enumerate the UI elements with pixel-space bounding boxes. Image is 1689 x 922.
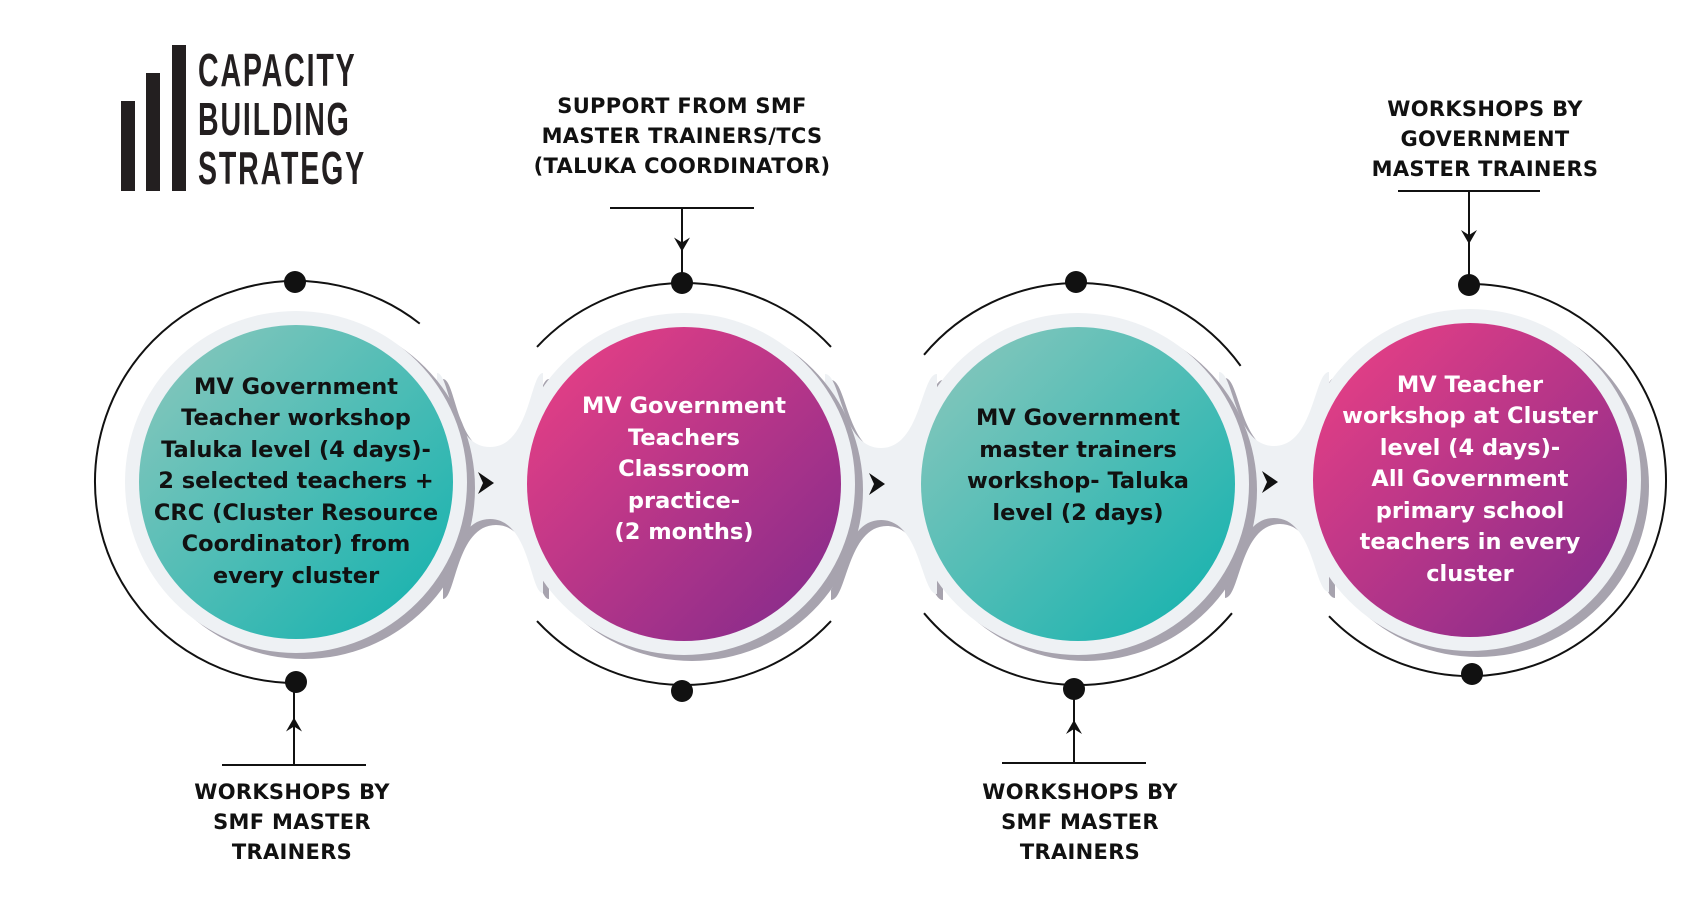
annotation-line: TRAINERS [1019, 840, 1141, 864]
step-1-line: MV Government [193, 373, 399, 400]
step-1-text: MV Government Teacher workshop Taluka le… [146, 332, 446, 632]
node-dot [1065, 271, 1087, 293]
outer-arc [94, 280, 421, 684]
annotation-line: WORKSHOPS BY [1387, 97, 1583, 121]
annotation-line: GOVERNMENT [1400, 127, 1570, 151]
annotation-line: SMF MASTER [213, 810, 371, 834]
step-4-line: teachers in every [1359, 529, 1581, 556]
step-3-text: MV Government master trainers workshop- … [928, 316, 1228, 616]
step-1-line: every cluster [212, 562, 380, 589]
step-1-line: Teacher workshop [181, 405, 411, 432]
step-3-line: MV Government [975, 405, 1181, 431]
logo-bar-tall [172, 45, 186, 191]
step-2-line: Teachers [628, 424, 740, 451]
arrow-right-icon [869, 473, 885, 495]
step-4-line: All Government [1371, 466, 1569, 493]
step-2-line: (2 months) [614, 519, 754, 546]
step-4-line: workshop at Cluster [1342, 403, 1598, 430]
arrow-right-icon [1262, 471, 1278, 493]
node-dot [1461, 663, 1483, 685]
logo-line-2: BUILDING [198, 93, 351, 145]
arrow-right-icon [478, 472, 494, 494]
node-dot [671, 680, 693, 702]
step-3-disc [921, 327, 1235, 641]
arrow-down-icon [674, 237, 690, 252]
step-3-line: workshop- Taluka [967, 468, 1189, 494]
logo-title: CAPACITY BUILDING STRATEGY [198, 46, 366, 193]
arrow-up-icon [1066, 720, 1082, 734]
outer-arc [1328, 283, 1667, 677]
arrow-up-icon [286, 717, 302, 732]
step-1-disc [139, 325, 453, 639]
step-4-text: MV Teacher workshop at Cluster level (4 … [1320, 330, 1620, 630]
annotation-line: MASTER TRAINERS [1371, 157, 1599, 181]
step-1-line: Taluka level (4 days)- [161, 436, 431, 463]
step-4-line: cluster [1426, 560, 1514, 587]
step-3-line: master trainers [979, 436, 1177, 463]
annotation-step-3-workshops-smf: WORKSHOPS BY SMF MASTER TRAINERS [900, 777, 1260, 867]
step-4-disc [1313, 323, 1627, 637]
annotation-line: WORKSHOPS BY [982, 780, 1178, 804]
step-3-line: level (2 days) [992, 499, 1164, 526]
step-4-line: MV Teacher [1396, 371, 1544, 398]
annotation-step-4-workshops-government: WORKSHOPS BY GOVERNMENT MASTER TRAINERS [1305, 94, 1665, 184]
step-1-line: CRC (Cluster Resource [153, 499, 439, 526]
logo-line-3: STRATEGY [198, 142, 367, 194]
step-1-line: Coordinator) from [181, 531, 411, 558]
step-1-line: 2 selected teachers + [158, 468, 434, 495]
annotation-line: MASTER TRAINERS/TCS [541, 124, 823, 148]
logo-bar-medium [146, 73, 160, 191]
step-4-line: primary school [1375, 497, 1565, 524]
bar-chart-icon [121, 45, 186, 191]
step-2-line: Classroom [618, 456, 750, 483]
annotation-step-1-workshops-smf: WORKSHOPS BY SMF MASTER TRAINERS [112, 777, 472, 867]
logo-bar-short [121, 101, 135, 191]
annotation-pointers [222, 190, 1540, 766]
step-2-text: MV Government Teachers Classroom practic… [534, 320, 834, 620]
annotation-line: (TALUKA COORDINATOR) [533, 154, 831, 178]
logo-line-1: CAPACITY [198, 44, 357, 96]
node-dot [285, 671, 307, 693]
step-discs [125, 309, 1649, 661]
flow-arrows [478, 471, 1278, 495]
step-4-line: level (4 days)- [1379, 434, 1561, 461]
annotation-line: SMF MASTER [1001, 810, 1159, 834]
annotation-line: WORKSHOPS BY [194, 780, 390, 804]
node-dot [284, 271, 306, 293]
step-2-line: practice- [627, 487, 741, 514]
annotation-step-2-support-smf: SUPPORT FROM SMF MASTER TRAINERS/TCS (TA… [502, 91, 862, 181]
step-2-line: MV Government [581, 393, 787, 420]
step-2-disc [527, 327, 841, 641]
annotation-line: SUPPORT FROM SMF [557, 94, 807, 118]
annotation-line: TRAINERS [231, 840, 353, 864]
arrow-down-icon [1461, 230, 1477, 244]
